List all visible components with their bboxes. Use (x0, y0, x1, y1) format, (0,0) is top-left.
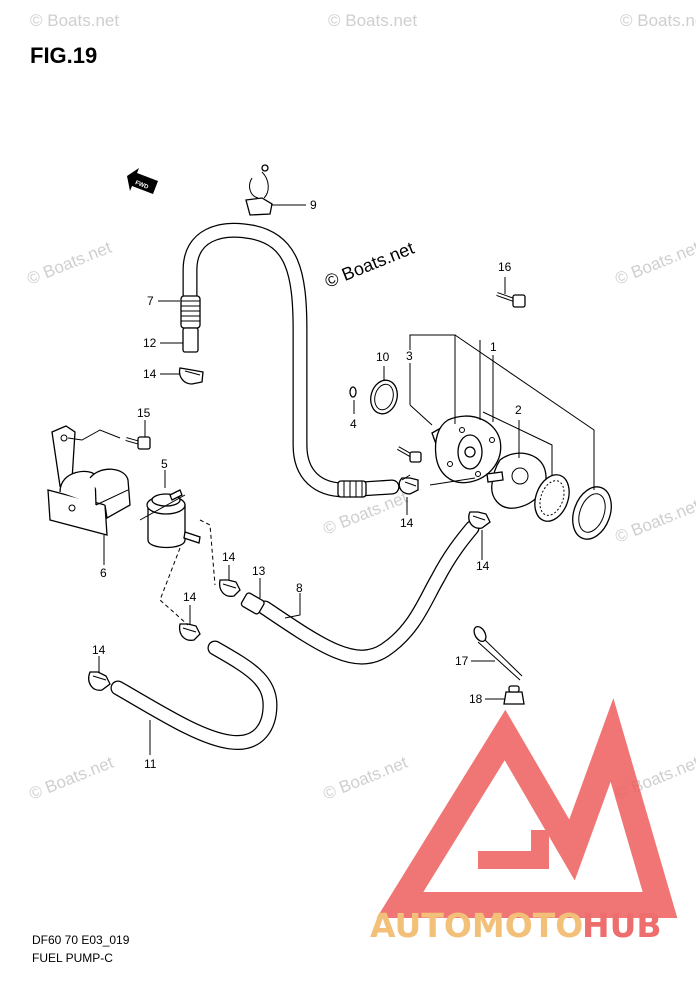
watermark-text: © Boats.net (612, 238, 696, 289)
callout-8: 8 (296, 581, 303, 595)
bolt-part (496, 292, 526, 308)
automotohub-logo (376, 698, 678, 918)
callout-10: 10 (376, 350, 390, 364)
callout-14: 14 (183, 590, 197, 604)
grommet-part (503, 685, 525, 705)
callout-5: 5 (161, 457, 168, 471)
callout-12: 12 (143, 336, 157, 350)
pipe-stub (240, 592, 265, 615)
pump-cover (486, 452, 547, 509)
watermark-text: © Boats.net (30, 11, 119, 30)
callout-16: 16 (498, 260, 512, 274)
callout-1: 1 (490, 340, 497, 354)
callout-18: 18 (469, 692, 483, 706)
gasket-part (572, 486, 612, 540)
clip-part (245, 164, 273, 216)
pin-part (349, 386, 357, 398)
leader-lines (67, 204, 595, 755)
hose-clamp-part (178, 367, 204, 385)
figure-code: DF60 70 E03_019 (32, 933, 130, 947)
bracket-part (47, 425, 131, 536)
hose-clamp-part (178, 623, 201, 641)
bolt-part (397, 446, 422, 463)
callout-2: 2 (515, 403, 522, 417)
watermark-text: © Boats.net (322, 238, 417, 292)
callout-17: 17 (455, 654, 469, 668)
callout-4: 4 (350, 417, 357, 431)
callout-13: 13 (252, 564, 266, 578)
wire-clip-part (473, 625, 523, 681)
callout-3: 3 (406, 349, 413, 363)
callout-9: 9 (310, 198, 317, 212)
callout-7: 7 (147, 294, 154, 308)
watermark-text: © Boats.net (24, 238, 114, 289)
bolt-part (125, 436, 151, 450)
hose-fitting-part (180, 295, 201, 353)
fuel-pump-body (431, 415, 502, 484)
fwd-arrow-icon: FWD (127, 168, 158, 194)
diaphragm-part (534, 474, 570, 522)
callout-6: 6 (100, 566, 107, 580)
fuel-filter-part (146, 489, 201, 549)
hose-clamp-part (88, 671, 111, 691)
hose-end-corrugated (337, 480, 367, 498)
callout-14: 14 (143, 367, 157, 381)
brand-name-right: HUB (582, 906, 662, 945)
watermark-text: © Boats.net (328, 11, 417, 30)
callout-14: 14 (92, 643, 106, 657)
callout-labels: 1 2 3 4 5 6 7 8 9 10 11 12 13 14 14 14 1… (92, 198, 522, 771)
callout-11: 11 (144, 757, 157, 771)
callout-14: 14 (476, 559, 490, 573)
fwd-label: FWD (134, 180, 150, 191)
watermark-text: © Boats.net (320, 753, 410, 804)
watermark-text: © Boats.net (620, 11, 696, 30)
brand-name-left: AUTOMOTO (370, 906, 583, 945)
figure-title: FIG.19 (30, 43, 97, 68)
callout-15: 15 (137, 406, 151, 420)
callout-14: 14 (222, 550, 236, 564)
figure-name: FUEL PUMP-C (32, 951, 113, 965)
watermark-text: © Boats.net (612, 496, 696, 547)
hose-clamp-part (398, 477, 419, 495)
hose-clamp-part (218, 579, 241, 597)
watermark-text: © Boats.net (26, 753, 116, 804)
hose-clamp-part (468, 511, 491, 529)
callout-14: 14 (400, 516, 414, 530)
o-ring-part (370, 379, 398, 415)
